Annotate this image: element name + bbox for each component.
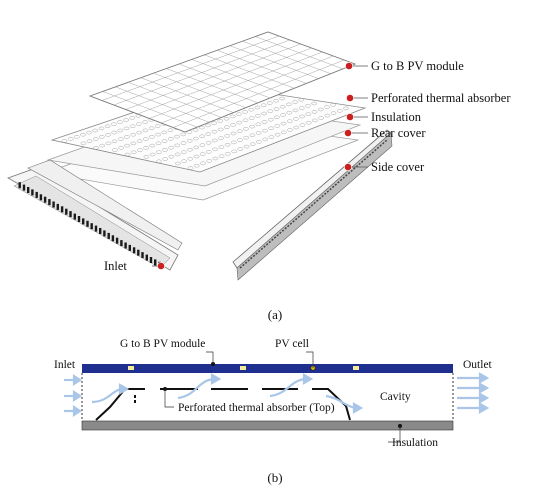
pv-cells: [128, 366, 359, 370]
label-inlet-b: Inlet: [54, 359, 76, 371]
cross-section-view: Inlet Outlet G to B PV module PV cell Ca…: [54, 338, 493, 485]
pv-cell: [128, 366, 134, 370]
pv-cell: [240, 366, 246, 370]
inlet-frame: [7, 159, 183, 271]
label-pv-module-b: G to B PV module: [120, 338, 205, 350]
label-pv-cell: PV cell: [275, 338, 309, 350]
label-outlet-b: Outlet: [463, 359, 493, 371]
marker-pv-module: [345, 62, 353, 70]
airflow-arrows: [64, 372, 490, 418]
side-cover-right: [232, 129, 393, 281]
exploded-view: G to B PV module Perforated thermal abso…: [7, 31, 511, 322]
label-side-cover: Side cover: [371, 160, 425, 174]
marker-side-cover: [344, 163, 352, 171]
marker-inlet: [157, 262, 165, 270]
caption-b: (b): [267, 470, 282, 485]
caption-a: (a): [268, 307, 282, 322]
pv-cell: [353, 366, 359, 370]
label-rear-cover: Rear cover: [371, 126, 426, 140]
label-insulation-b: Insulation: [392, 437, 438, 449]
label-insulation: Insulation: [371, 110, 422, 124]
insulation-bar: [81, 420, 454, 431]
label-absorber-b: Perforated thermal absorber (Top): [178, 402, 335, 414]
label-pv-module: G to B PV module: [371, 59, 464, 73]
marker-insulation: [346, 113, 354, 121]
pv-module-panel: [88, 31, 357, 133]
marker-rear-cover: [344, 129, 352, 137]
label-inlet: Inlet: [104, 259, 127, 273]
label-absorber: Perforated thermal absorber: [371, 91, 511, 105]
pv-module-bar: [82, 364, 453, 373]
label-cavity: Cavity: [380, 391, 411, 403]
marker-absorber: [346, 94, 354, 102]
